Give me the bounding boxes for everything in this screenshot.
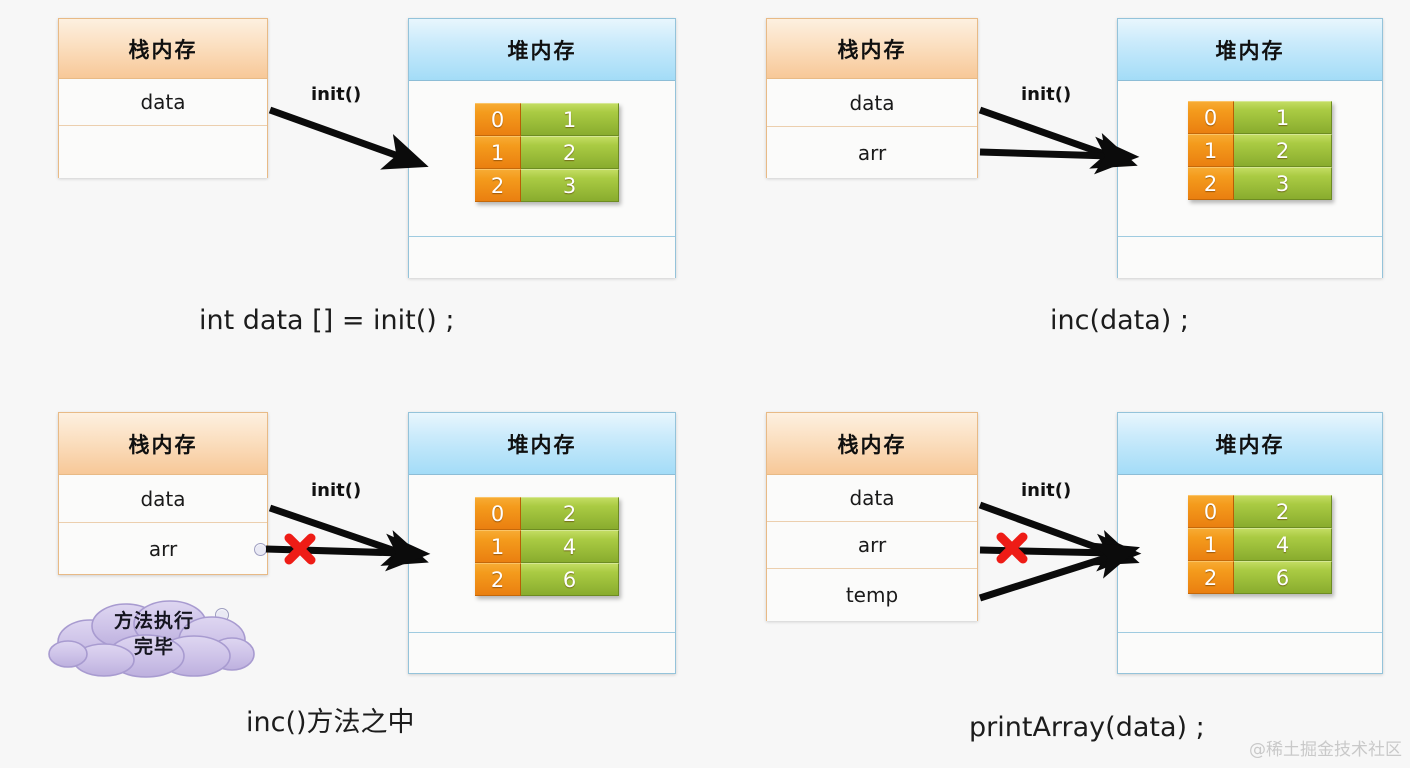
stack-row-data: data xyxy=(59,79,267,126)
array-value-cell: 1 xyxy=(1234,101,1332,134)
array-row: 1 4 xyxy=(1188,528,1332,561)
heap-memory-panel-top-left: 堆内存 0 1 1 2 2 3 xyxy=(408,18,676,278)
cloud-text: 方法执行 完毕 xyxy=(46,608,262,660)
array-value-cell: 6 xyxy=(1234,561,1332,594)
array-row: 1 2 xyxy=(475,136,619,169)
heap-body: 0 2 1 4 2 6 xyxy=(1118,475,1382,633)
heap-footer-row xyxy=(1118,237,1382,278)
array-value-cell: 1 xyxy=(521,103,619,136)
stack-row-arr: arr xyxy=(59,523,267,574)
array-index-cell: 2 xyxy=(1188,167,1234,200)
heap-body: 0 1 1 2 2 3 xyxy=(1118,81,1382,237)
array-value-cell: 3 xyxy=(1234,167,1332,200)
heap-footer-row xyxy=(409,633,675,673)
stack-row-data: data xyxy=(767,475,977,522)
array-index-cell: 1 xyxy=(475,136,521,169)
array-index-cell: 0 xyxy=(1188,101,1234,134)
array-value-cell: 4 xyxy=(521,530,619,563)
array-index-cell: 2 xyxy=(475,563,521,596)
array-object: 0 2 1 4 2 6 xyxy=(475,497,619,596)
stack-memory-title: 栈内存 xyxy=(767,19,977,79)
array-index-cell: 1 xyxy=(475,530,521,563)
stack-memory-panel-bottom-left: 栈内存 data arr xyxy=(58,412,268,575)
cross-mark-icon-bottom-left xyxy=(284,533,316,565)
stack-row-temp: temp xyxy=(767,569,977,621)
array-row: 2 3 xyxy=(475,169,619,202)
edge-label-init-top-left: init() xyxy=(311,84,362,105)
arrow-arr-to-heap-bottom-left xyxy=(265,533,431,572)
stack-memory-title: 栈内存 xyxy=(59,19,267,79)
heap-memory-title: 堆内存 xyxy=(1118,413,1382,475)
array-object: 0 2 1 4 2 6 xyxy=(1188,495,1332,594)
array-row: 1 4 xyxy=(475,530,619,563)
heap-footer-row xyxy=(1118,633,1382,673)
edge-label-init-bottom-left: init() xyxy=(311,480,362,501)
array-row: 0 2 xyxy=(475,497,619,530)
array-index-cell: 0 xyxy=(475,103,521,136)
stack-memory-title: 栈内存 xyxy=(59,413,267,475)
arrow-arr-to-heap-bottom-right xyxy=(979,533,1142,572)
method-finished-cloud: 方法执行 完毕 xyxy=(46,598,262,678)
watermark: @稀土掘金技术社区 xyxy=(1249,740,1402,760)
stack-row-arr: arr xyxy=(767,127,977,178)
arrow-data-to-heap-bottom-right xyxy=(978,501,1140,566)
array-row: 2 6 xyxy=(475,563,619,596)
array-index-cell: 1 xyxy=(1188,134,1234,167)
array-value-cell: 2 xyxy=(1234,495,1332,528)
array-index-cell: 2 xyxy=(475,169,521,202)
caption-bottom-left: inc()方法之中 xyxy=(246,707,415,738)
stack-memory-title: 栈内存 xyxy=(767,413,977,475)
array-row: 0 1 xyxy=(1188,101,1332,134)
arrow-arr-to-heap-top-right xyxy=(979,136,1140,175)
array-row: 2 6 xyxy=(1188,561,1332,594)
heap-memory-title: 堆内存 xyxy=(409,19,675,81)
caption-bottom-right: printArray(data) ; xyxy=(969,712,1205,743)
array-index-cell: 0 xyxy=(1188,495,1234,528)
array-value-cell: 2 xyxy=(1234,134,1332,167)
edge-label-init-top-right: init() xyxy=(1021,84,1072,105)
cross-mark-icon-bottom-right xyxy=(996,532,1028,564)
arrow-data-to-heap-top-left xyxy=(268,106,429,170)
array-index-cell: 0 xyxy=(475,497,521,530)
caption-top-left: int data [] = init() ; xyxy=(199,305,455,336)
array-row: 0 1 xyxy=(475,103,619,136)
cloud-icon xyxy=(48,600,255,678)
stack-memory-panel-top-left: 栈内存 data xyxy=(58,18,268,178)
heap-memory-title: 堆内存 xyxy=(409,413,675,475)
cloud-line-1: 方法执行 xyxy=(113,610,194,632)
heap-footer-row xyxy=(409,237,675,278)
array-row: 0 2 xyxy=(1188,495,1332,528)
stack-row-data: data xyxy=(767,79,977,127)
stack-memory-panel-top-right: 栈内存 data arr xyxy=(766,18,978,178)
arrow-data-to-heap-top-right xyxy=(978,106,1138,169)
stack-row-arr: arr xyxy=(767,522,977,569)
array-index-cell: 1 xyxy=(1188,528,1234,561)
array-object: 0 1 1 2 2 3 xyxy=(1188,101,1332,200)
heap-memory-panel-bottom-right: 堆内存 0 2 1 4 2 6 xyxy=(1117,412,1383,674)
array-index-cell: 2 xyxy=(1188,561,1234,594)
edge-label-init-bottom-right: init() xyxy=(1021,480,1072,501)
stack-row-data: data xyxy=(59,475,267,523)
heap-body: 0 2 1 4 2 6 xyxy=(409,475,675,633)
stack-memory-panel-bottom-right: 栈内存 data arr temp xyxy=(766,412,978,621)
stack-row-empty xyxy=(59,126,267,178)
array-value-cell: 2 xyxy=(521,136,619,169)
heap-memory-panel-bottom-left: 堆内存 0 2 1 4 2 6 xyxy=(408,412,676,674)
array-value-cell: 4 xyxy=(1234,528,1332,561)
array-row: 1 2 xyxy=(1188,134,1332,167)
caption-top-right: inc(data) ; xyxy=(1050,305,1190,336)
arrow-temp-to-heap-bottom-right xyxy=(978,542,1141,602)
array-object: 0 1 1 2 2 3 xyxy=(475,103,619,202)
heap-memory-panel-top-right: 堆内存 0 1 1 2 2 3 xyxy=(1117,18,1383,278)
array-value-cell: 3 xyxy=(521,169,619,202)
array-value-cell: 6 xyxy=(521,563,619,596)
array-value-cell: 2 xyxy=(521,497,619,530)
release-dot-large xyxy=(254,543,267,556)
cloud-line-2: 完毕 xyxy=(133,636,174,658)
heap-body: 0 1 1 2 2 3 xyxy=(409,81,675,237)
heap-memory-title: 堆内存 xyxy=(1118,19,1382,81)
array-row: 2 3 xyxy=(1188,167,1332,200)
arrow-data-to-heap-bottom-left xyxy=(268,504,429,566)
